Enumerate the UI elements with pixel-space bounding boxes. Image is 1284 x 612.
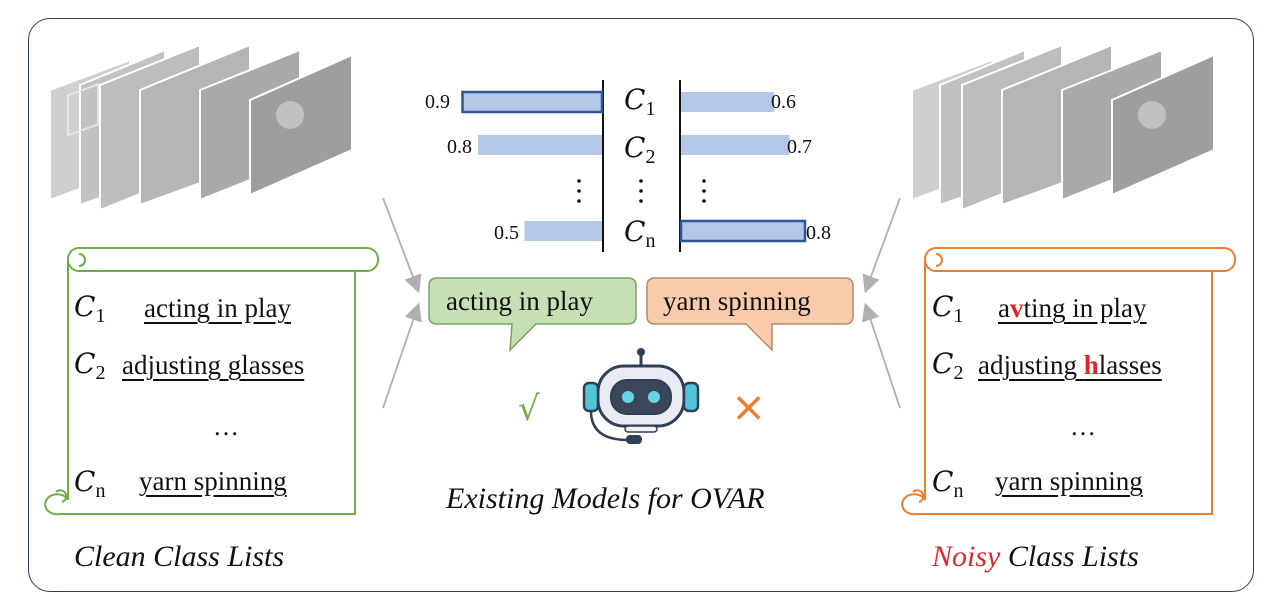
left-item-n: yarn spinning <box>139 466 287 496</box>
right-score-bar <box>681 135 790 155</box>
right-score-2: 0.7 <box>787 136 812 158</box>
right-caption: Noisy Class Lists <box>932 540 1139 573</box>
right-item-1: avting in play <box>998 293 1147 323</box>
center-class-2: C2 <box>624 131 656 168</box>
left-score-2: 0.8 <box>447 136 472 158</box>
video-frames-right <box>911 43 1215 212</box>
center-caption: Existing Models for OVAR <box>446 482 765 515</box>
right-score-bar <box>679 219 807 243</box>
bubble-green-shape <box>428 277 637 352</box>
left-item-1: acting in play <box>144 293 291 323</box>
right-score-1: 0.6 <box>771 91 796 113</box>
typo-char-1: v <box>1009 293 1024 323</box>
vertical-ellipsis <box>577 179 706 203</box>
bubble-orange-shape <box>646 277 854 352</box>
left-class-n: Cn <box>74 465 106 502</box>
right-item-n: yarn spinning <box>995 466 1143 496</box>
score-bars <box>461 80 807 252</box>
video-frames-left <box>49 43 353 212</box>
robot-icon <box>582 348 700 444</box>
right-class-1: C1 <box>932 290 964 327</box>
left-score-bar <box>478 135 602 155</box>
typo-char-2: h <box>1083 350 1099 380</box>
right-score-n: 0.8 <box>806 222 831 244</box>
left-item-2: adjusting glasses <box>122 350 305 380</box>
left-class-1: C1 <box>74 290 106 327</box>
center-class-1: C1 <box>624 83 656 120</box>
cross-icon: × <box>731 382 767 431</box>
scroll-noisy <box>901 247 1236 516</box>
bubble-prediction-noisy: yarn spinning <box>663 286 811 316</box>
right-ellipsis: … <box>1070 412 1096 441</box>
right-item-2: adjusting hlasses <box>978 350 1162 380</box>
left-score-bar <box>524 221 602 241</box>
arrows <box>382 197 901 409</box>
left-ellipsis: … <box>213 412 239 441</box>
scroll-clean <box>44 247 379 516</box>
bubble-prediction-clean: acting in play <box>446 286 593 316</box>
left-score-n: 0.5 <box>494 222 519 244</box>
left-score-1: 0.9 <box>425 91 450 113</box>
left-caption: Clean Class Lists <box>74 540 285 573</box>
right-class-n: Cn <box>932 465 964 502</box>
left-score-bar <box>461 90 604 114</box>
right-score-bar <box>681 92 774 112</box>
left-class-2: C2 <box>74 347 106 384</box>
check-icon: √ <box>518 389 540 429</box>
right-class-2: C2 <box>932 347 964 384</box>
figure-frame <box>28 18 1254 592</box>
center-class-n: Cn <box>624 215 656 252</box>
